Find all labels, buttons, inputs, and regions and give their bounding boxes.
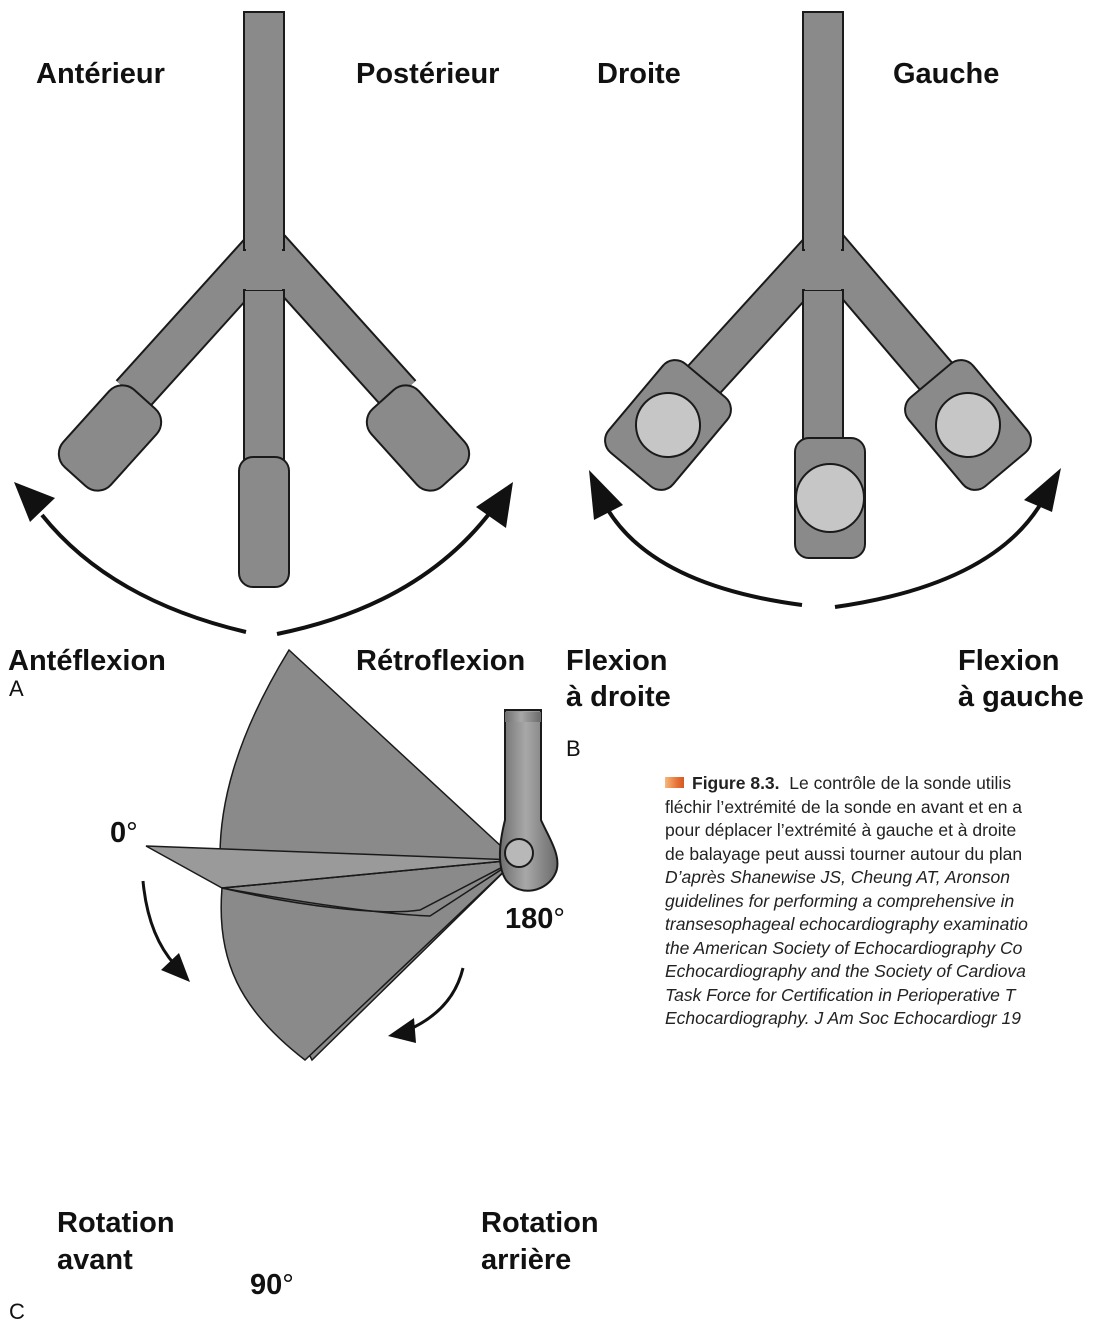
label-anterior: Antérieur (36, 57, 165, 91)
arrow-head-rotation-back (388, 1018, 416, 1043)
arrow-head-flexion-right (589, 470, 623, 520)
label-posterior: Postérieur (356, 57, 499, 91)
caption-citation-6: Task Force for Certification in Perioper… (665, 984, 1097, 1008)
panel-letter-c: C (9, 1300, 25, 1324)
arrow-head-anteflexion (14, 482, 55, 522)
caption-citation-4: the American Society of Echocardiography… (665, 937, 1097, 961)
caption-citation-2: guidelines for performing a comprehensiv… (665, 890, 1097, 914)
arrow-head-rotation-forward (161, 953, 190, 982)
label-rotation-forward-1: Rotation (57, 1206, 175, 1240)
label-rotation-back-1: Rotation (481, 1206, 599, 1240)
label-angle-180: 180° (505, 902, 565, 936)
probe-limb-center (803, 290, 843, 450)
label-rotation-back-2: arrière (481, 1243, 571, 1277)
caption-citation-7: Echocardiography. J Am Soc Echocardiogr … (665, 1007, 1097, 1031)
panel-letter-b: B (566, 737, 581, 761)
label-flexion-right-2: à droite (566, 680, 671, 714)
probe-head-center (795, 438, 865, 558)
caption-line-4: de balayage peut aussi tourner autour du… (665, 843, 1097, 867)
label-right: Droite (597, 57, 681, 91)
label-left: Gauche (893, 57, 999, 91)
caption-line-2: fléchir l’extrémité de la sonde en avant… (665, 796, 1097, 820)
panel-c-sector (146, 650, 516, 1060)
arrow-head-flexion-left (1024, 468, 1061, 512)
label-anteflexion: Antéflexion (8, 644, 166, 678)
label-flexion-left-2: à gauche (958, 680, 1084, 714)
figure-number: Figure 8.3. (692, 773, 780, 793)
caption-marker-icon (665, 777, 684, 788)
caption-text-1: Le contrôle de la sonde utilis (789, 773, 1011, 793)
probe-tip-neutral (239, 457, 289, 587)
caption-citation-5: Echocardiography and the Society of Card… (665, 960, 1097, 984)
label-flexion-right-1: Flexion (566, 644, 668, 678)
label-flexion-left-1: Flexion (958, 644, 1060, 678)
panel-a-probe (51, 12, 476, 587)
label-rotation-forward-2: avant (57, 1243, 133, 1277)
panel-b-probe (599, 12, 1038, 558)
label-angle-90: 90° (250, 1268, 294, 1302)
figure-caption: Figure 8.3. Le contrôle de la sonde util… (665, 772, 1097, 1031)
label-retroflexion: Rétroflexion (356, 644, 525, 678)
label-angle-0: 0° (110, 816, 138, 850)
panel-c-probe (500, 710, 558, 891)
caption-citation-3: transesophageal echocardiography examina… (665, 913, 1097, 937)
caption-citation-1: D’après Shanewise JS, Cheung AT, Aronson (665, 866, 1097, 890)
panel-letter-a: A (9, 677, 24, 701)
caption-line-3: pour déplacer l’extrémité à gauche et à … (665, 819, 1097, 843)
caption-line-1: Figure 8.3. Le contrôle de la sonde util… (665, 772, 1097, 796)
probe-transducer (505, 839, 533, 867)
